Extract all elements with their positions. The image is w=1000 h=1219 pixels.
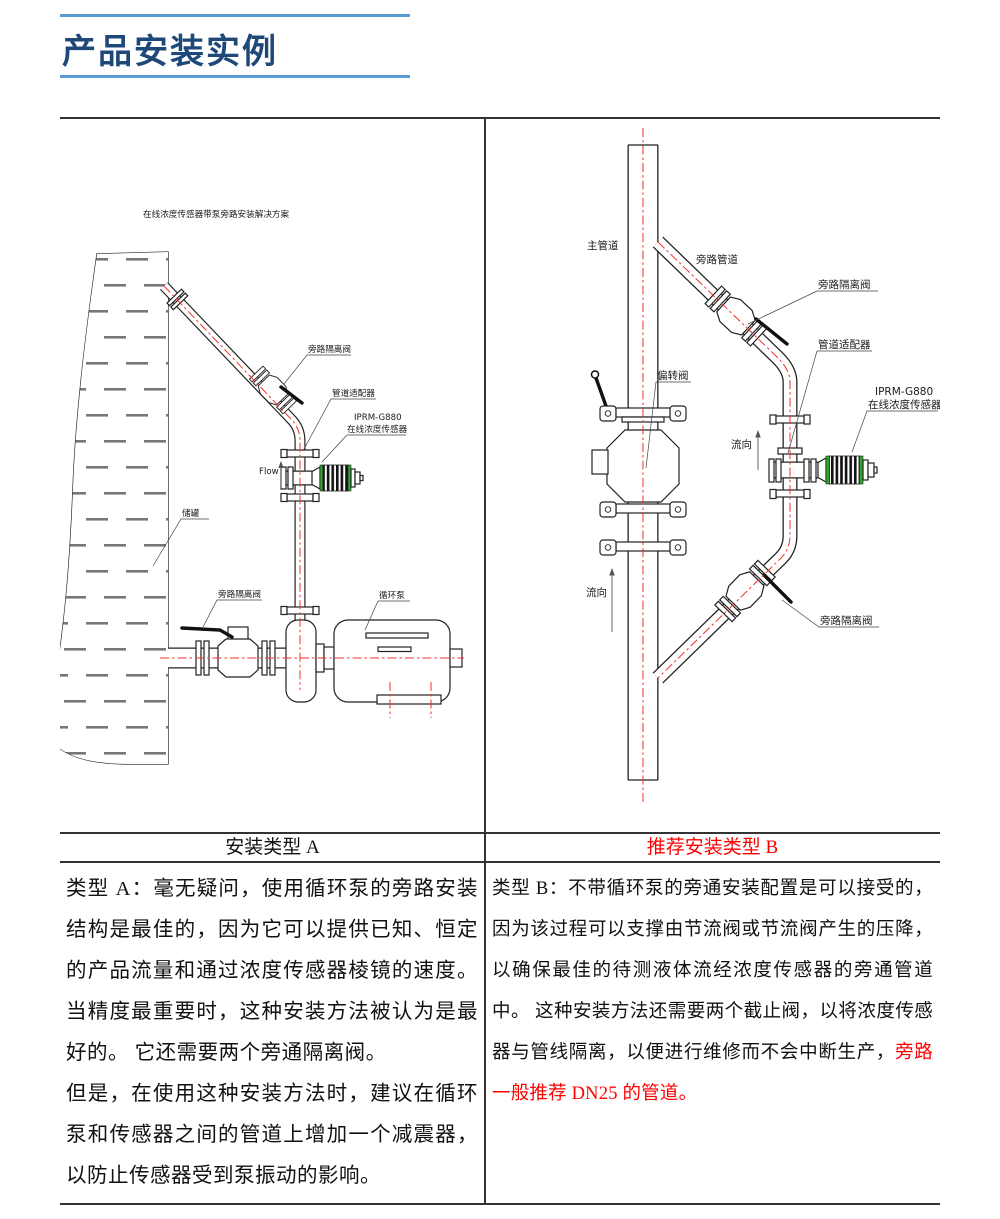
label-sensor-a: IPRM-G880 在线浓度传感器 [321,413,408,463]
label-pipe-adapter-a: 管道适配器 [302,387,376,452]
svg-text:旁路隔离阀: 旁路隔离阀 [818,278,871,291]
storage-tank [60,251,169,765]
type-b-paragraph-highlight: 旁路一般推荐 DN25 的管道。 [492,1043,934,1104]
label-bypass-pipe: 旁路管道 [696,253,738,266]
sensor-cross-b [768,458,820,500]
type-a-paragraph-2: 但是，在使用这种安装方法时，建议在循环泵和传感器之间的管道上增加一个减震器，以防… [66,1083,478,1187]
table-border-top [60,117,940,119]
label-pipe-adapter-b: 管道适配器 [787,338,872,454]
flow-label-bypass: 流向 [731,438,752,451]
bypass-isolation-valve-upper-a [247,364,304,416]
label-pump: 循环泵 [364,589,410,631]
label-sensor-b: IPRM-G880 在线浓度传感器 [851,386,940,453]
svg-text:旁路隔离阀: 旁路隔离阀 [308,343,351,355]
page-title: 产品安装实例 [62,34,278,71]
label-deflection-valve: 偏转阀 [645,369,691,469]
svg-text:旁路隔离阀: 旁路隔离阀 [820,614,873,627]
table-border-header-bottom [60,861,940,863]
circulation-pump [285,619,463,705]
table-divider [484,117,486,1205]
svg-text:循环泵: 循环泵 [379,589,405,601]
table-border-header-top [60,832,940,834]
flow-arrow-bypass: 流向 [731,430,761,470]
svg-text:IPRM-G880: IPRM-G880 [354,413,402,423]
description-type-b: 类型 B：不带循环泵的旁通安装配置是可以接受的，因为该过程可以支撑由节流阀或节流… [492,862,933,1115]
header-type-a: 安装类型 A [225,837,320,858]
svg-text:旁路隔离阀: 旁路隔离阀 [218,588,261,600]
svg-text:在线浓度传感器: 在线浓度传感器 [347,423,408,435]
flow-label-a: Flow [259,467,279,477]
label-bypass-valve-lower-b: 旁路隔离阀 [781,599,879,628]
label-bypass-valve-upper-a: 旁路隔离阀 [283,343,351,385]
flow-arrow-a: Flow [259,461,284,488]
description-type-a: 类型 A：毫无疑问，使用循环泵的旁路安装结构是最佳的，因为它可以提供已知、恒定的… [66,862,478,1197]
flow-arrow-main: 流向 [586,568,615,632]
svg-text:储罐: 储罐 [182,507,200,519]
centerlines-b [642,128,791,802]
table-border-bottom [60,1203,940,1205]
svg-text:在线浓度传感器: 在线浓度传感器 [868,398,940,411]
bypass-isolation-valve-upper-b [702,283,789,349]
type-b-paragraph-main: 类型 B：不带循环泵的旁通安装配置是可以接受的，因为该过程可以支撑由节流阀或节流… [492,879,933,1063]
svg-text:管道适配器: 管道适配器 [818,338,871,351]
title-rule-bottom [60,75,410,78]
type-a-paragraph-1: 类型 A：毫无疑问，使用循环泵的旁路安装结构是最佳的，因为它可以提供已知、恒定的… [66,878,478,1064]
label-main-pipe: 主管道 [587,239,619,252]
header-type-b: 推荐安装类型 B [646,837,779,858]
svg-text:IPRM-G880: IPRM-G880 [875,386,933,398]
bypass-pipe-a [160,282,306,630]
label-bypass-valve-upper-b: 旁路隔离阀 [747,278,878,325]
diagram-installation-type-a: 在线浓度传感器带泵旁路安装解决方案 [60,208,464,765]
flow-label-main: 流向 [586,586,607,599]
centerlines-a [160,285,464,718]
diagram-a-caption: 在线浓度传感器带泵旁路安装解决方案 [143,208,290,220]
diagram-installation-type-b: 主管道 旁路管道 流向 流向 旁路隔离阀 管道适配器 IPRM-G880 在线浓… [586,128,940,802]
label-bypass-valve-lower-a: 旁路隔离阀 [202,588,262,628]
label-tank: 储罐 [152,507,209,567]
svg-text:管道适配器: 管道适配器 [332,387,375,399]
concentration-sensor-b [817,455,878,485]
title-rule-top [60,14,410,17]
svg-text:偏转阀: 偏转阀 [657,369,689,382]
bypass-isolation-valve-lower-b [712,557,793,625]
concentration-sensor-a [311,464,364,492]
